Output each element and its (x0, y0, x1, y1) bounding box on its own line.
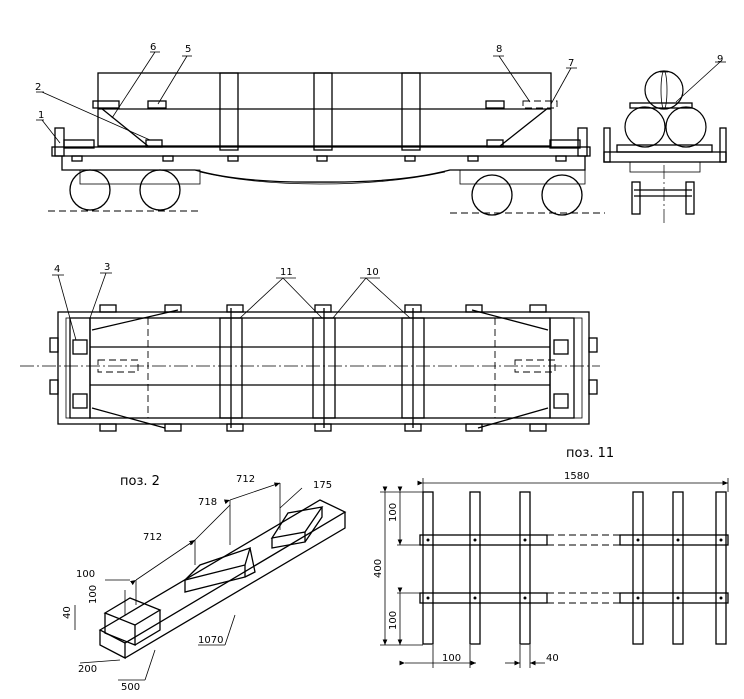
bottom-bar-left (419, 592, 548, 604)
wedge-left (145, 139, 163, 148)
dim-40-gap: 40 (546, 653, 559, 664)
detail-pos2-title: поз. 2 (120, 474, 160, 489)
bottom-bar-right (619, 592, 729, 604)
bar-pos5-right (485, 100, 505, 109)
wire-tie-right (499, 107, 549, 147)
wire-tie-left (100, 107, 149, 147)
tie-wire-c (471, 309, 549, 331)
block-3 (270, 506, 324, 539)
bogie-left (79, 169, 201, 185)
dim-500: 500 (121, 682, 140, 693)
dim-1580: 1580 (564, 471, 589, 482)
dim-100-width: 100 (442, 653, 461, 664)
end-stop-right (549, 139, 581, 149)
top-bar-left (419, 534, 548, 546)
end-wheel-left (631, 181, 641, 215)
end-stop-plan-right (549, 317, 575, 419)
detail-pos2 (74, 482, 347, 681)
spacer-2 (313, 72, 333, 151)
platform-deck (51, 146, 591, 157)
dim-400: 400 (373, 559, 384, 578)
wheel-3 (471, 174, 513, 216)
end-wheel-right (685, 181, 695, 215)
dim-1070: 1070 (198, 635, 223, 646)
callout-1: 1 (38, 110, 44, 121)
dim-100-top: 100 (388, 503, 399, 522)
end-view (603, 61, 727, 225)
callout-3: 3 (104, 262, 110, 273)
dim-718: 718 (198, 497, 217, 508)
top-bar-right (619, 534, 729, 546)
dim-100-a: 100 (76, 569, 95, 580)
pipe-right (665, 106, 707, 148)
bar-pos5-left (147, 100, 167, 109)
dim-712-a: 712 (143, 532, 162, 543)
end-frame (603, 151, 727, 163)
cargo-plan (89, 317, 551, 419)
callout-5: 5 (185, 44, 191, 55)
callout-9: 9 (717, 54, 723, 65)
callout-6: 6 (150, 42, 156, 53)
frame-underside (61, 156, 586, 183)
wheel-2 (139, 169, 181, 211)
end-post-right (577, 127, 588, 157)
spacer-3 (401, 72, 421, 151)
tie-wire-b (91, 407, 166, 429)
dim-100-b: 100 (88, 585, 99, 604)
callout-4: 4 (54, 264, 60, 275)
bar-pos8-left (92, 100, 120, 109)
end-stop-plan-left (69, 317, 91, 419)
dim-175: 175 (313, 480, 332, 491)
tie-wire-d (477, 407, 549, 429)
detail-pos11 (380, 478, 729, 668)
end-deck (616, 144, 713, 153)
dim-40: 40 (62, 606, 73, 619)
side-view (36, 51, 605, 216)
end-stop-left (63, 139, 95, 149)
wheel-4 (541, 174, 583, 216)
dim-200: 200 (78, 664, 97, 675)
spacer-1 (219, 72, 239, 151)
pipe-left (624, 106, 666, 148)
base-beam (98, 499, 347, 644)
dim-712-b: 712 (236, 474, 255, 485)
callout-7: 7 (568, 58, 574, 69)
detail-pos11-title: поз. 11 (566, 446, 614, 461)
callout-11: 11 (280, 267, 293, 278)
dim-100-bottom: 100 (388, 611, 399, 630)
wheel-1 (69, 169, 111, 211)
callout-8: 8 (496, 44, 502, 55)
callout-2: 2 (35, 82, 41, 93)
bogie-right (459, 169, 586, 185)
callout-10: 10 (366, 267, 379, 278)
plan-view (20, 272, 600, 432)
bar-pos8-right (522, 100, 558, 109)
tie-wire-a (91, 309, 179, 331)
